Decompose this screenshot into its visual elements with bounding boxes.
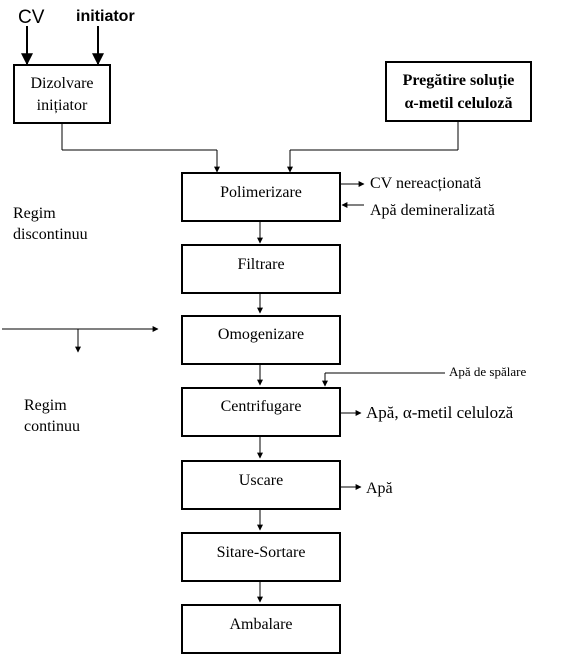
regim-continuu-line2: continuu [24,418,80,435]
pregatire-box-line2: α-metil celuloză [404,95,513,112]
apa-de-spalare-label: Apă de spălare [449,364,527,379]
sitare-sortare-label: Sitare-Sortare [216,544,306,561]
regim-discontinuu-line2: discontinuu [13,226,88,243]
polimerizare-label: Polimerizare [220,184,302,201]
dizolvare-box-line2: inițiator [36,97,88,114]
ambalare-label: Ambalare [229,616,293,633]
cv-nereactionata-label: CV nereacționată [370,175,482,192]
omogenizare-box: Omogenizare [181,315,341,365]
ambalare-box: Ambalare [181,604,341,654]
dizolvare-initiator-box: Dizolvare inițiator [13,64,111,124]
sitare-sortare-box: Sitare-Sortare [181,532,341,582]
regim-continuu-line1: Regim [24,397,67,414]
apa-metil-celuloza-label: Apă, α-metil celuloză [366,403,514,422]
pregatire-box-line1: Pregătire soluție [402,72,515,89]
filtrare-label: Filtrare [237,256,285,273]
dizolvare-box-line1: Dizolvare [30,75,94,92]
uscare-label: Uscare [238,472,284,489]
polimerizare-box: Polimerizare [181,172,341,222]
initiator-input-label: initiator [76,8,135,25]
regim-discontinuu-line1: Regim [13,205,56,222]
uscare-box: Uscare [181,460,341,510]
cv-input-label: CV [18,7,45,28]
centrifugare-box: Centrifugare [181,387,341,437]
centrifugare-label: Centrifugare [220,398,302,415]
filtrare-box: Filtrare [181,244,341,294]
omogenizare-label: Omogenizare [217,326,305,343]
apa-demineralizata-label: Apă demineralizată [370,202,495,219]
apa-label: Apă [366,480,393,497]
pregatire-solutie-box: Pregătire soluție α-metil celuloză [385,61,532,122]
